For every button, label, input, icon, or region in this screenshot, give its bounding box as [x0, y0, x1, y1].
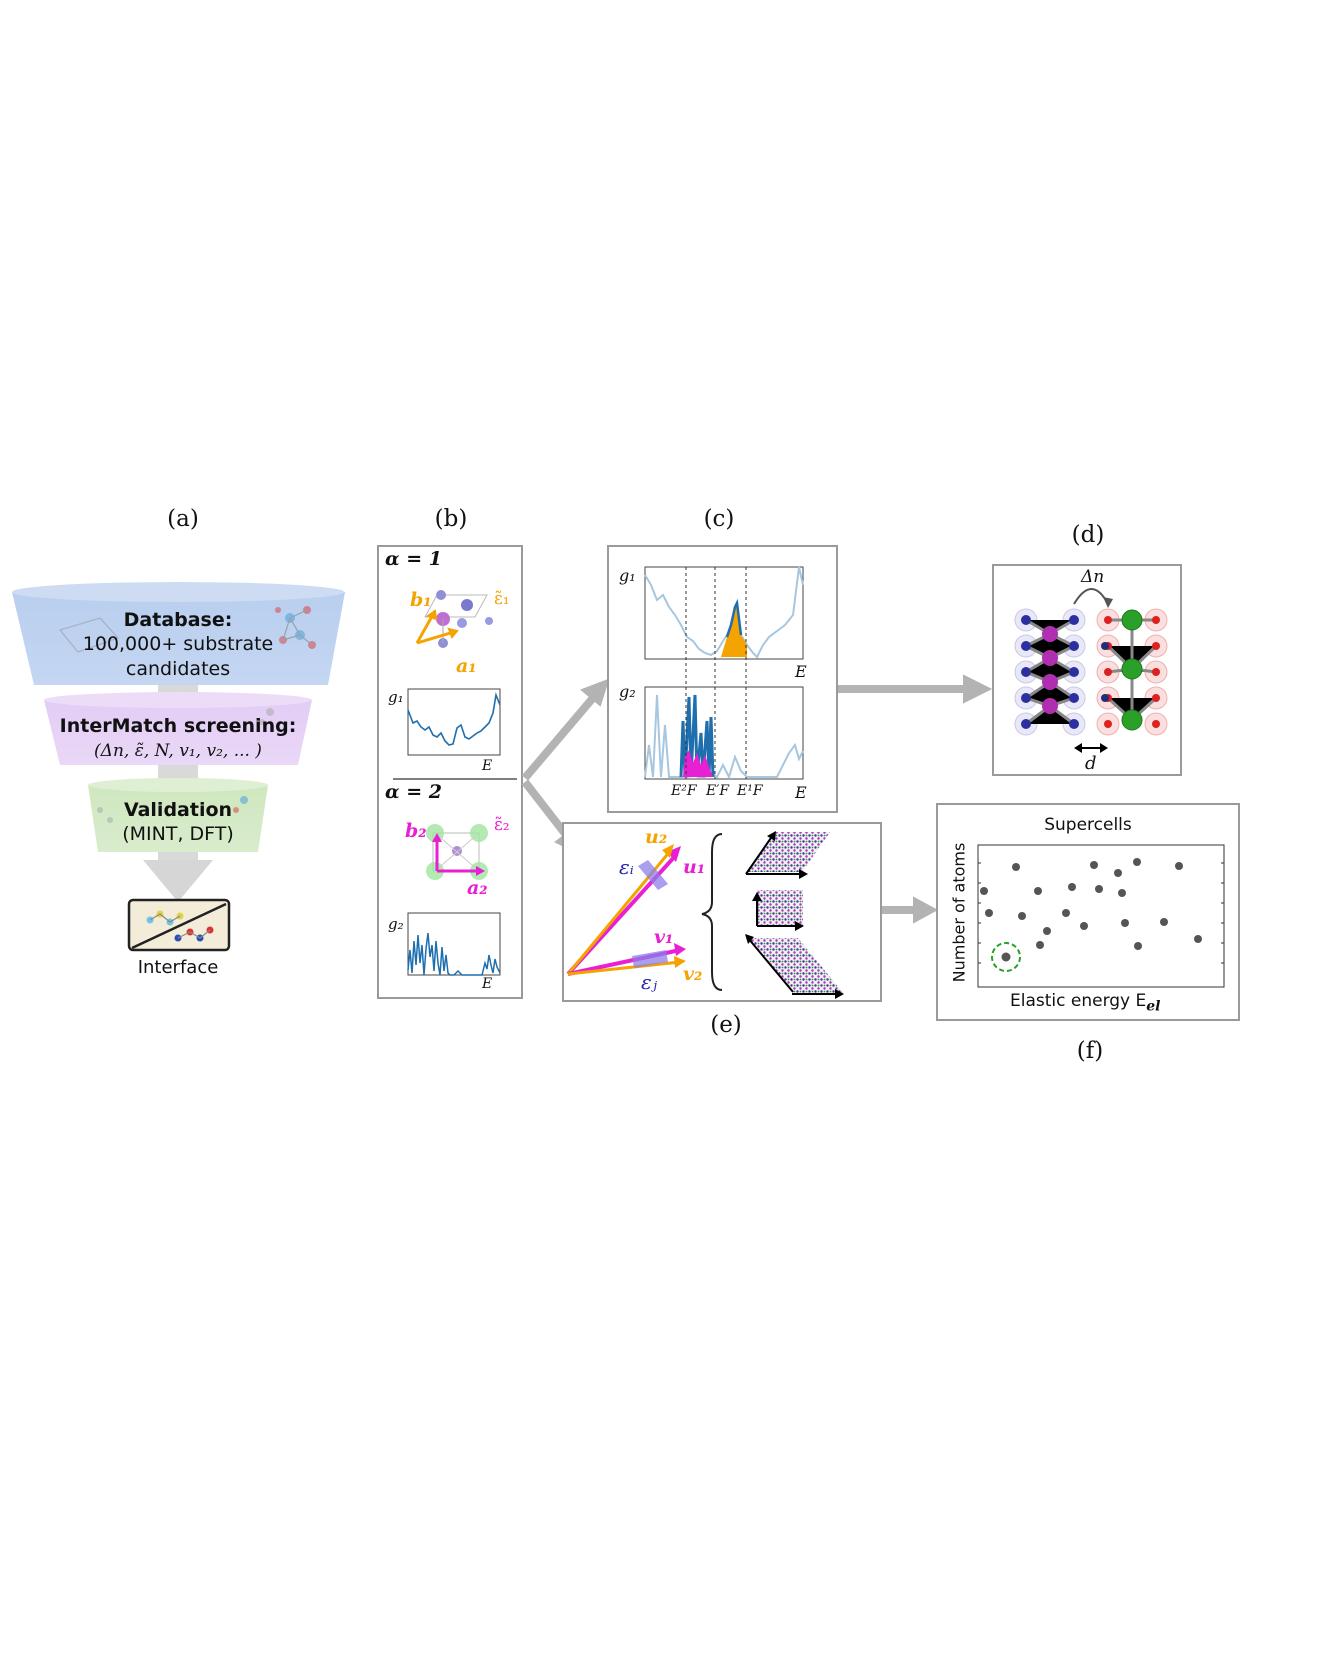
panel-b-graphic — [393, 590, 517, 976]
EF1-label: E¹F — [737, 783, 763, 799]
EFprime-label: E′F — [706, 783, 730, 799]
EF2-label: E²F — [671, 783, 697, 799]
E-label-b1: E — [482, 758, 493, 774]
f-xlabel-text: Elastic energy E — [1010, 991, 1147, 1011]
panel-label-c: (c) — [703, 506, 735, 532]
panel-e — [562, 822, 882, 1002]
alpha1-label: α = 1 — [385, 548, 442, 570]
eps-j-label: εⱼ — [641, 970, 658, 994]
v1-label: v₁ — [654, 926, 674, 948]
E-label-b2: E — [482, 976, 493, 992]
E-label-c1: E — [795, 662, 807, 681]
panel-label-a: (a) — [167, 506, 199, 532]
panel-c-graphic — [644, 566, 804, 780]
v2-label: v₂ — [683, 963, 703, 985]
E-label-c2: E — [795, 783, 807, 802]
eps2-label: ε̃₂ — [494, 815, 510, 835]
database-line1: 100,000+ substrate — [82, 633, 274, 655]
f-xlabel: Elastic energy Eel — [1010, 991, 1161, 1014]
alpha2-label: α = 2 — [385, 781, 442, 803]
a1-label: a₁ — [456, 655, 477, 677]
panel-d-graphic — [1014, 588, 1168, 753]
b2-label: b₂ — [405, 820, 427, 842]
g2-label-c: g₂ — [619, 682, 636, 701]
g1-label-c: g₁ — [619, 566, 636, 585]
database-title: Database: — [123, 609, 233, 631]
a2-label: a₂ — [467, 877, 488, 899]
panel-label-e: (e) — [710, 1012, 742, 1038]
u2-label: u₂ — [645, 826, 668, 848]
validation-title: Validation — [123, 799, 233, 821]
panel-label-f: (f) — [1076, 1038, 1104, 1064]
panel-label-b: (b) — [434, 506, 468, 532]
database-line2: candidates — [125, 658, 231, 680]
screening-title: InterMatch screening: — [59, 715, 297, 737]
d-label: d — [1085, 753, 1097, 774]
supercells-title: Supercells — [1044, 815, 1132, 835]
g1-label-b: g₁ — [388, 688, 404, 706]
panel-f-graphic — [977, 844, 1225, 988]
funnel-graphic — [12, 582, 345, 952]
f-xlabel-sub: el — [1146, 998, 1161, 1015]
interface-label: Interface — [137, 957, 219, 978]
screening-params: (Δn, ε̃, N, v₁, v₂, ... ) — [94, 741, 262, 761]
f-ylabel: Number of atoms — [949, 842, 969, 983]
u1-label: u₁ — [683, 856, 706, 878]
eps1-label: ε̃₁ — [494, 589, 510, 609]
interface-icon — [127, 898, 231, 952]
dn-label: Δn — [1081, 567, 1105, 587]
validation-sub: (MINT, DFT) — [122, 823, 234, 845]
eps-i-label: εᵢ — [619, 855, 634, 879]
g2-label-b: g₂ — [388, 915, 404, 933]
panel-label-d: (d) — [1071, 522, 1105, 548]
b1-label: b₁ — [410, 589, 432, 611]
panel-e-graphic — [566, 831, 844, 999]
